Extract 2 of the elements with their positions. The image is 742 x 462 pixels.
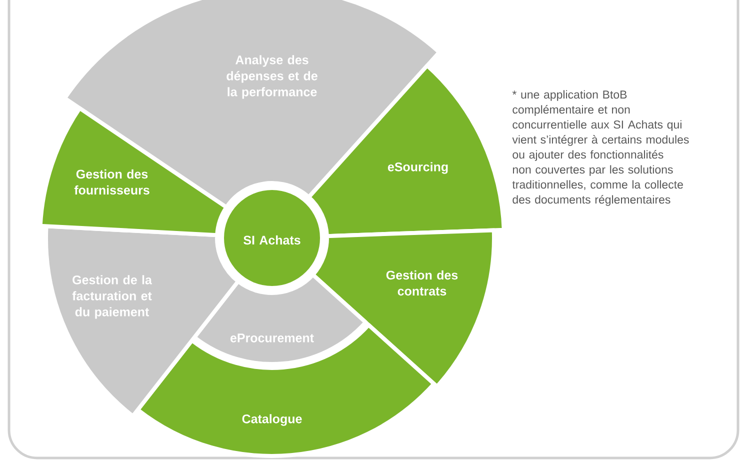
wheel-segment: Gestion des fournisseurs (38, 106, 228, 238)
note-text: * une application BtoB complémentaire et non concurrentielle aux SI Achats qui vient s’intégrer à certains modules ou ajouter des fonctionnalités non couvertes par les solutions traditionnelles, comme la collecte des documents réglementaires (512, 90, 689, 206)
